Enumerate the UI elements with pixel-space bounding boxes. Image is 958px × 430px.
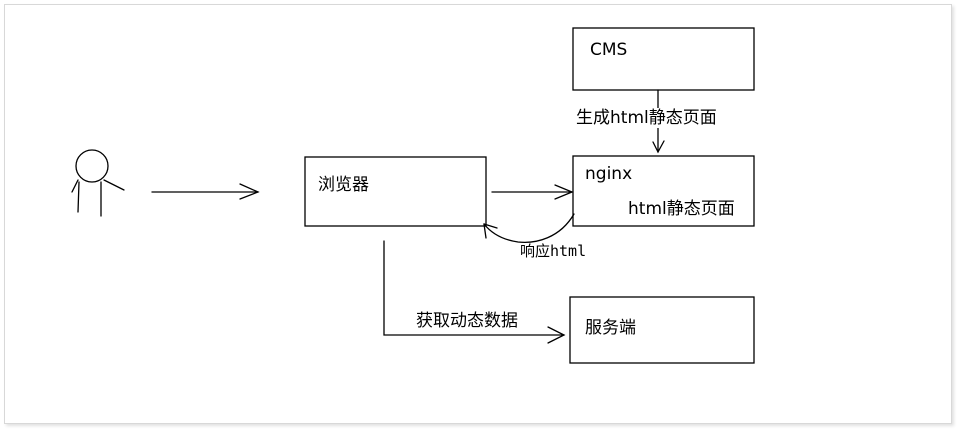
cms-label: CMS [590, 40, 628, 60]
response-edge-label: 响应html [520, 242, 587, 260]
browser-to-nginx-arrow [491, 184, 574, 200]
nginx-label: nginx [585, 164, 633, 184]
nginx-content-label: html静态页面 [628, 199, 735, 219]
browser-label: 浏览器 [318, 175, 369, 195]
nginx-to-browser-arrow [483, 213, 575, 244]
browser-box [304, 156, 487, 227]
generate-edge-label: 生成html静态页面 [576, 108, 717, 128]
server-label: 服务端 [585, 318, 636, 338]
browser-to-server-arrow [383, 240, 566, 344]
nginx-box [572, 155, 755, 227]
diagram-frame [4, 4, 952, 424]
fetch-edge-label: 获取动态数据 [416, 311, 518, 331]
cms-box [572, 27, 755, 91]
user-icon [71, 149, 125, 217]
server-box [569, 296, 755, 364]
user-to-browser-arrow [151, 183, 260, 200]
